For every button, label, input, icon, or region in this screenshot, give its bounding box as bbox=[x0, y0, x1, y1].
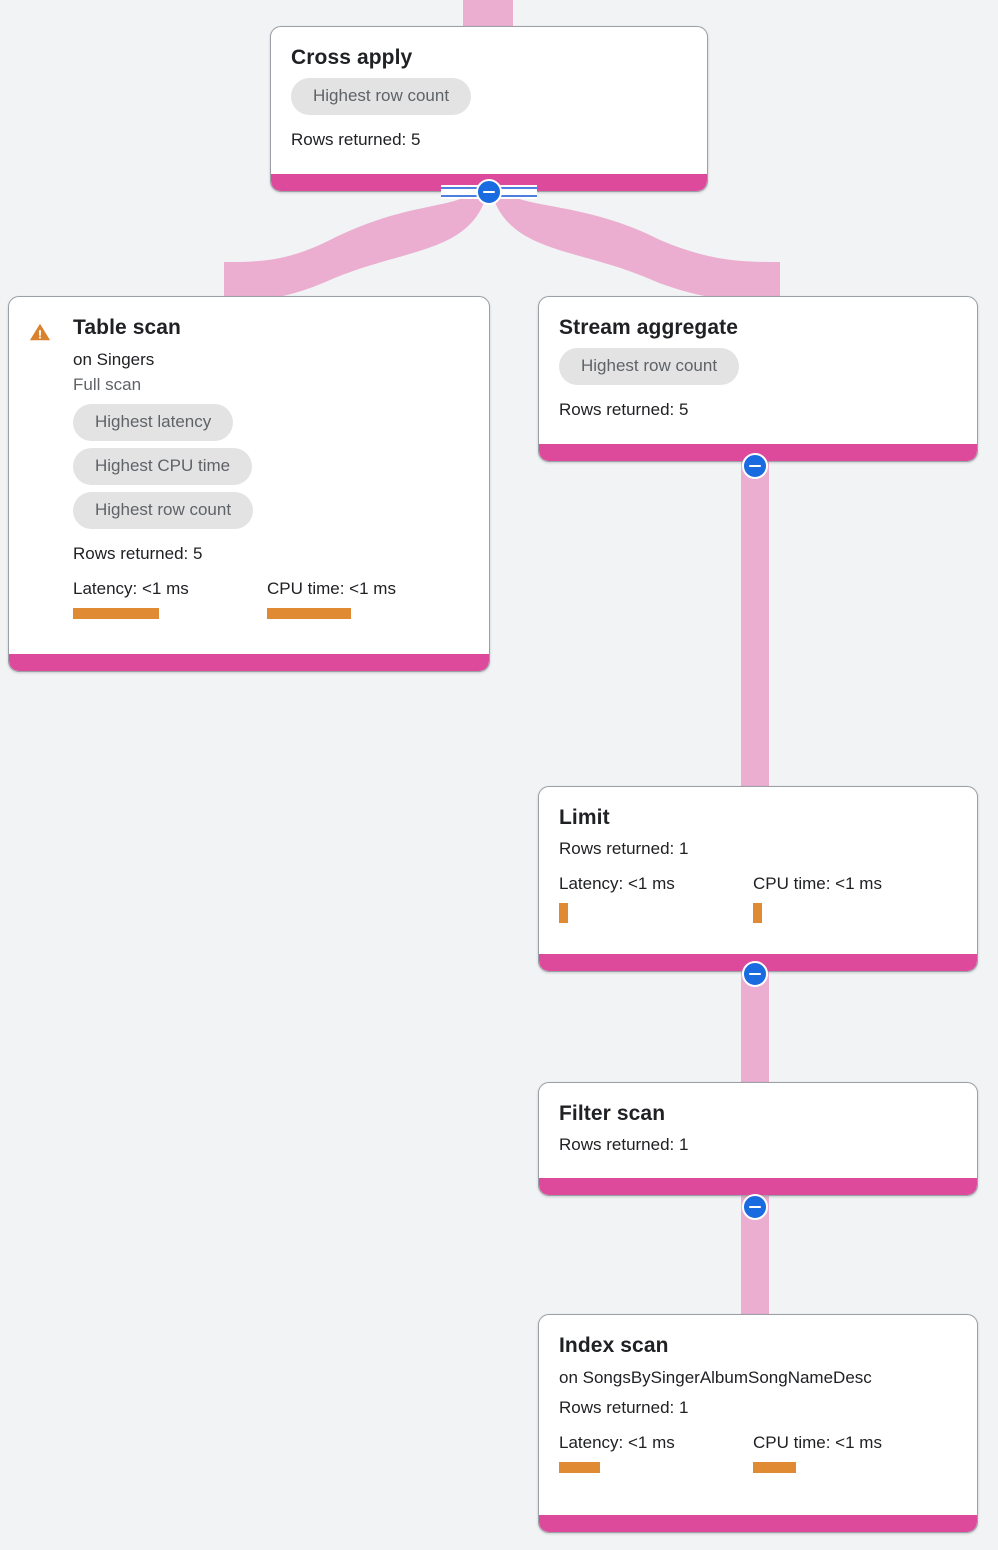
metric-latency: Latency: <1 ms bbox=[559, 873, 753, 923]
badge-highest-row-count: Highest row count bbox=[291, 78, 472, 115]
metric-list: Latency: <1 ms CPU time: <1 ms bbox=[559, 1432, 882, 1473]
badge-list: Highest row count bbox=[559, 348, 740, 392]
node-title: Stream aggregate bbox=[559, 316, 739, 339]
metric-label: CPU time: <1 ms bbox=[753, 1433, 882, 1452]
node-title: Limit bbox=[559, 806, 610, 829]
rows-returned: Rows returned: 5 bbox=[559, 400, 689, 419]
rows-returned: Rows returned: 5 bbox=[73, 544, 203, 563]
metric-bar bbox=[753, 903, 762, 923]
rows-returned: Rows returned: 1 bbox=[559, 1398, 689, 1417]
edge-cross-apply-to-table-scan-ribbon bbox=[224, 194, 487, 301]
collapse-button-limit[interactable] bbox=[742, 961, 768, 987]
metric-bar bbox=[73, 608, 159, 619]
collapse-button-stream-aggregate[interactable] bbox=[742, 453, 768, 479]
metric-bar bbox=[559, 1462, 600, 1473]
collapse-button-cross-apply[interactable] bbox=[476, 179, 502, 205]
node-accent-bar bbox=[9, 654, 489, 671]
edge-cross-apply-to-stream-aggregate bbox=[492, 194, 780, 301]
node-filter-scan[interactable]: Filter scan Rows returned: 1 bbox=[538, 1082, 978, 1196]
node-title: Index scan bbox=[559, 1334, 669, 1357]
metric-label: CPU time: <1 ms bbox=[267, 579, 396, 598]
edge-into-cross-apply bbox=[463, 0, 513, 28]
metric-list: Latency: <1 ms CPU time: <1 ms bbox=[559, 873, 882, 923]
metric-label: Latency: <1 ms bbox=[559, 1433, 675, 1452]
collapse-button-filter-scan[interactable] bbox=[742, 1194, 768, 1220]
rows-returned: Rows returned: 1 bbox=[559, 1135, 689, 1154]
node-scan-type: Full scan bbox=[73, 375, 142, 394]
metric-cpu-time: CPU time: <1 ms bbox=[267, 578, 396, 619]
metric-label: Latency: <1 ms bbox=[73, 579, 189, 598]
node-stream-aggregate[interactable]: Stream aggregate Highest row count Rows … bbox=[538, 296, 978, 462]
warning-triangle-icon bbox=[29, 321, 51, 343]
badge-highest-latency: Highest latency bbox=[73, 404, 234, 441]
edge-stream-aggregate-to-limit bbox=[741, 460, 769, 790]
badge-list: Highest row count bbox=[291, 78, 472, 122]
node-accent-bar bbox=[539, 1178, 977, 1195]
metric-bar bbox=[753, 1462, 796, 1473]
node-limit[interactable]: Limit Rows returned: 1 Latency: <1 ms CP… bbox=[538, 786, 978, 972]
node-target: on Singers bbox=[73, 350, 155, 369]
metric-cpu-time: CPU time: <1 ms bbox=[753, 1432, 882, 1473]
metric-label: CPU time: <1 ms bbox=[753, 874, 882, 893]
metric-list: Latency: <1 ms CPU time: <1 ms bbox=[73, 578, 396, 619]
metric-bar bbox=[267, 608, 351, 619]
node-title: Filter scan bbox=[559, 1102, 666, 1125]
badge-list: Highest latency Highest CPU time Highest… bbox=[73, 404, 396, 536]
node-accent-bar bbox=[539, 1515, 977, 1532]
badge-highest-row-count: Highest row count bbox=[73, 492, 254, 529]
node-title: Cross apply bbox=[291, 46, 413, 69]
node-target: on SongsBySingerAlbumSongNameDesc bbox=[559, 1368, 872, 1387]
metric-label: Latency: <1 ms bbox=[559, 874, 675, 893]
metric-latency: Latency: <1 ms bbox=[559, 1432, 753, 1473]
metric-bar bbox=[559, 903, 568, 923]
rows-returned: Rows returned: 1 bbox=[559, 839, 689, 858]
node-title: Table scan bbox=[73, 316, 181, 339]
node-table-scan[interactable]: Table scan on Singers Full scan Highest … bbox=[8, 296, 490, 672]
metric-cpu-time: CPU time: <1 ms bbox=[753, 873, 882, 923]
metric-latency: Latency: <1 ms bbox=[73, 578, 267, 619]
badge-highest-cpu-time: Highest CPU time bbox=[73, 448, 253, 485]
node-index-scan[interactable]: Index scan on SongsBySingerAlbumSongName… bbox=[538, 1314, 978, 1533]
node-cross-apply[interactable]: Cross apply Highest row count Rows retur… bbox=[270, 26, 708, 192]
badge-highest-row-count: Highest row count bbox=[559, 348, 740, 385]
rows-returned: Rows returned: 5 bbox=[291, 130, 421, 149]
